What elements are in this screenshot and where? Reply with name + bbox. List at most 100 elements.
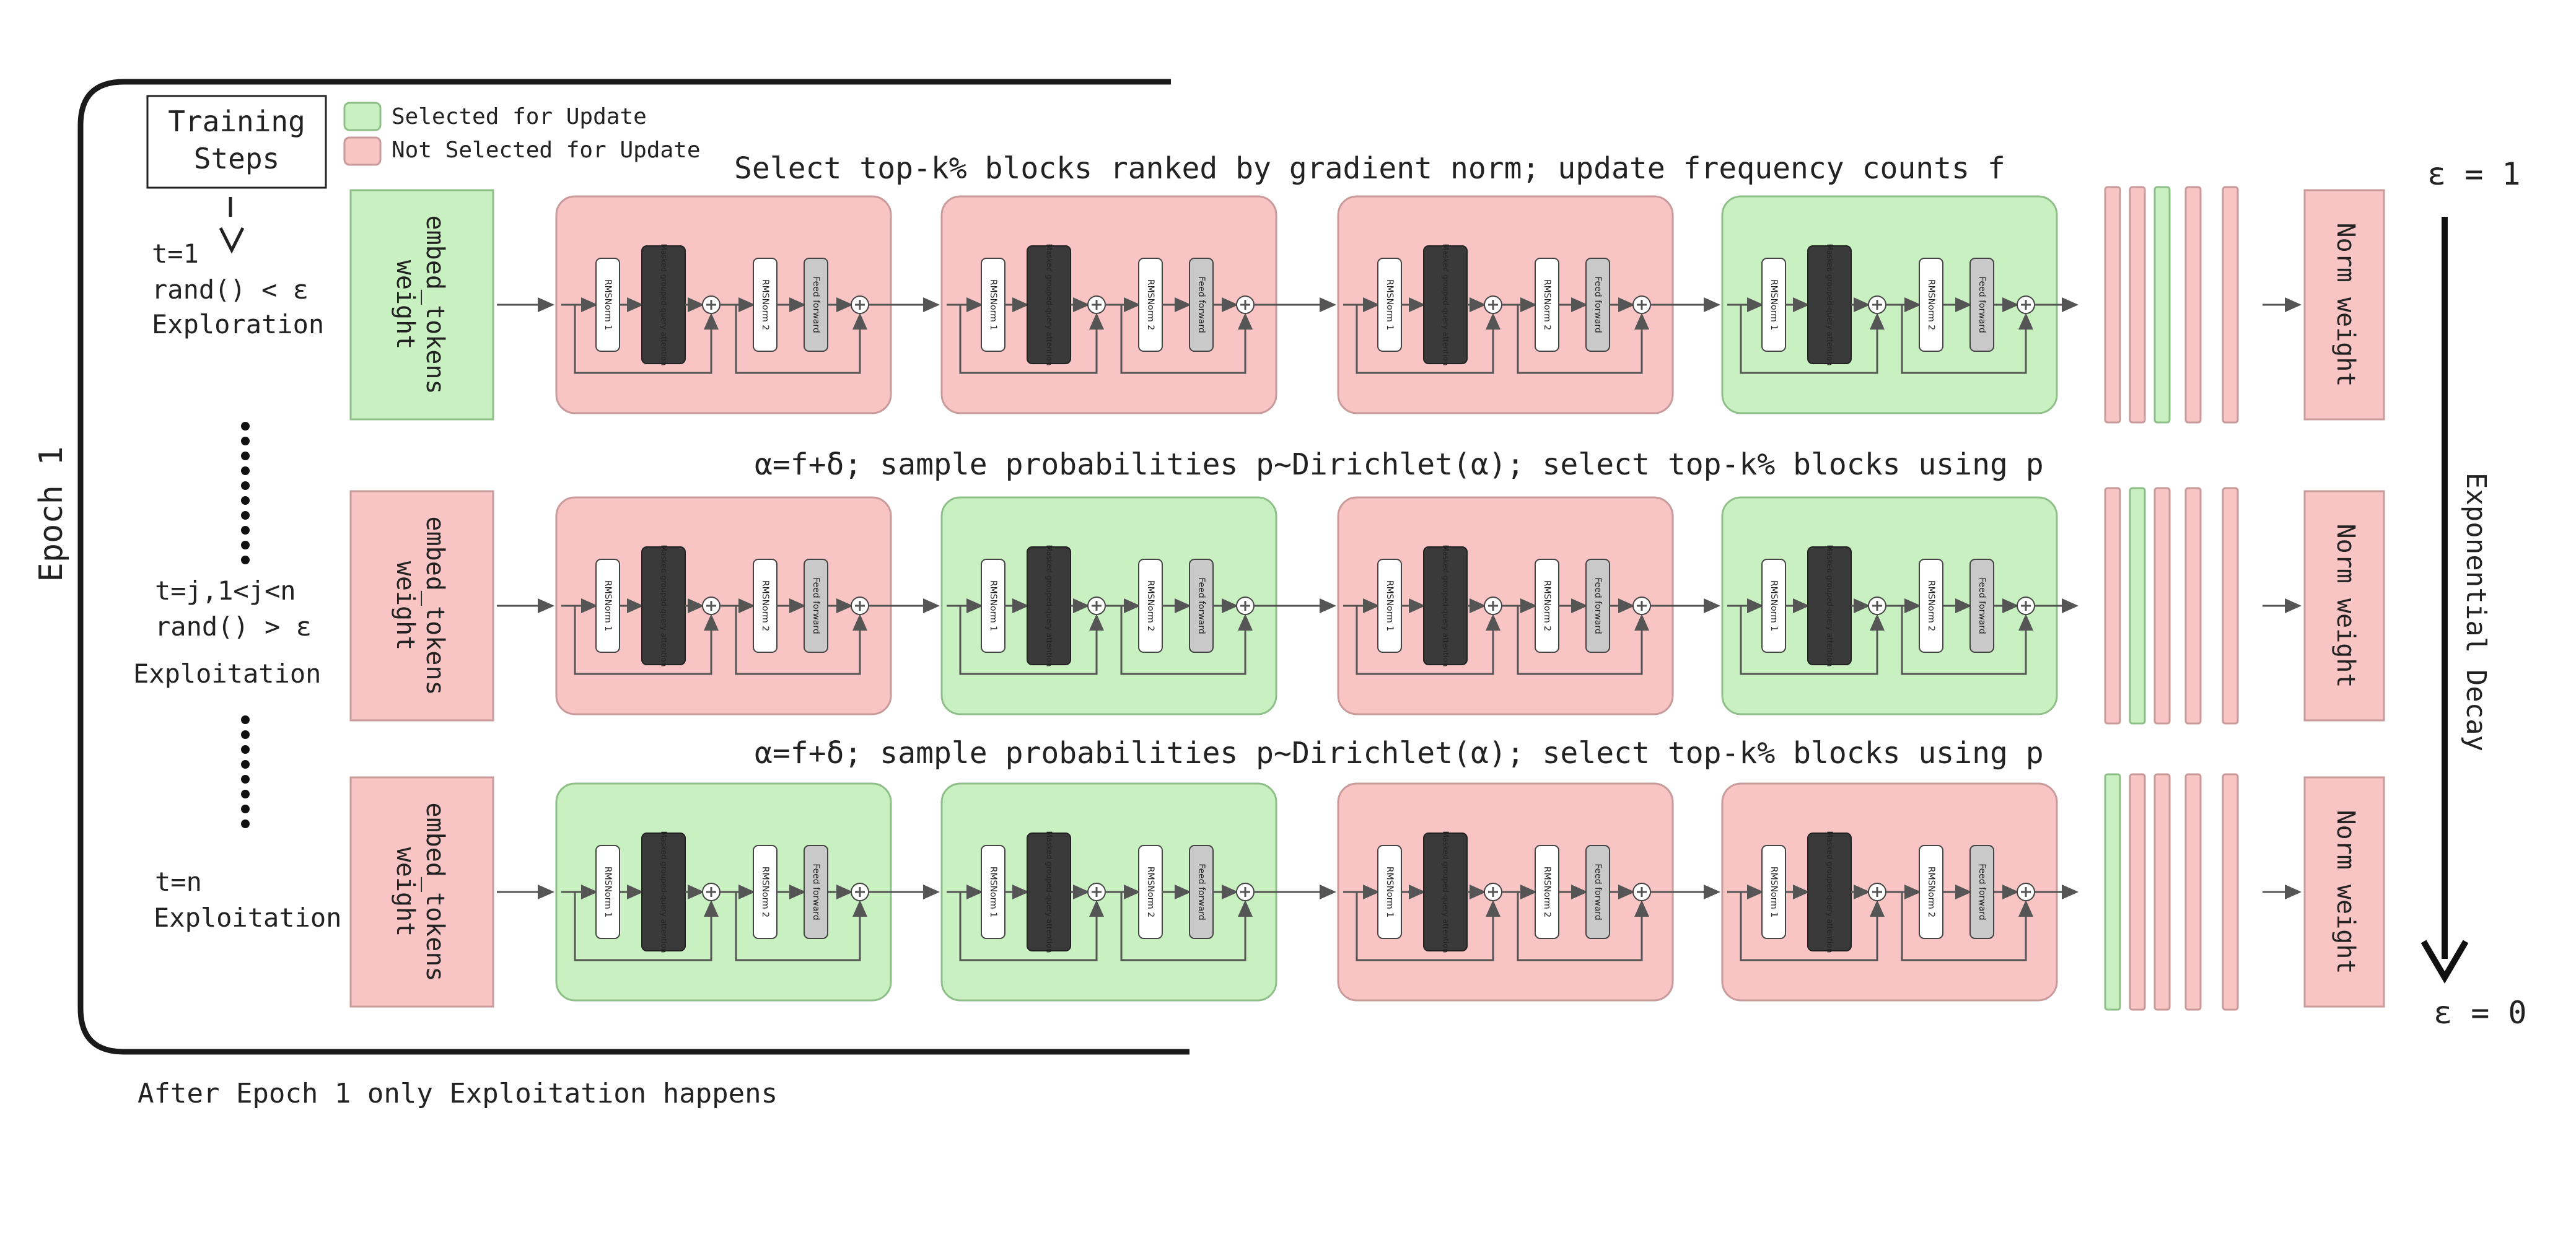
layer-bars [2104, 773, 2239, 1011]
epsilon-top-label: ε = 1 [2427, 156, 2521, 192]
attention-label: Masked grouped-query attention [1442, 545, 1450, 667]
attention-label: Masked grouped-query attention [1442, 831, 1450, 953]
layer-bar [2222, 186, 2239, 424]
decoder-block-4: RMSNorm 1 Masked grouped-query attention R… [1721, 195, 2058, 414]
rmsnorm-1-label: RMSNorm 1 [603, 580, 613, 631]
attention-label: Masked grouped-query attention [1045, 831, 1054, 953]
decoder-block-2: RMSNorm 1 Masked grouped-query attention R… [940, 195, 1277, 414]
dots-separator-2 [241, 715, 250, 828]
feed-forward-label: Feed forward [811, 863, 821, 920]
feed-forward-label: Feed forward [811, 577, 821, 634]
rmsnorm-2-label: RMSNorm 2 [1542, 580, 1552, 631]
norm-weight-label: Norm weight [2331, 810, 2360, 974]
attention-label: Masked grouped-query attention [660, 244, 668, 366]
rmsnorm-1-label: RMSNorm 1 [1385, 867, 1395, 917]
rmsnorm-2-label: RMSNorm 2 [1542, 279, 1552, 330]
decoder-block-3: RMSNorm 1 Masked grouped-query attention R… [1337, 496, 1674, 715]
rmsnorm-1-label: RMSNorm 1 [988, 279, 998, 330]
attention-label: Masked grouped-query attention [1045, 545, 1054, 667]
rmsnorm-1-label: RMSNorm 1 [1769, 279, 1779, 330]
rmsnorm-1-label: RMSNorm 1 [988, 867, 998, 917]
layer-bars [2104, 186, 2239, 424]
layer-bars [2104, 487, 2239, 725]
layer-bar [2153, 773, 2171, 1011]
embed-tokens-label-line: embed_tokens [421, 216, 449, 395]
rmsnorm-1-label: RMSNorm 1 [1769, 867, 1779, 917]
feed-forward-label: Feed forward [1593, 863, 1603, 920]
layer-bar [2153, 186, 2171, 424]
embed-tokens-label: embed_tokensweight [391, 517, 449, 696]
row-2-step-labels: t=j,1<j<n rand() > ε Exploitation [133, 575, 321, 689]
row-1-step-mode: Exploration [152, 309, 324, 339]
feed-forward-label: Feed forward [1977, 863, 1987, 920]
rmsnorm-2-label: RMSNorm 2 [1146, 279, 1155, 330]
exponential-decay-arrowhead-icon [2420, 940, 2469, 984]
attention-label: Masked grouped-query attention [1826, 244, 1834, 366]
embed-tokens-block: embed_tokensweight [349, 776, 494, 1008]
row-1-step-rand: rand() < ε [152, 274, 309, 305]
rmsnorm-2-label: RMSNorm 2 [1146, 580, 1155, 631]
row-3-step-mode: Exploitation [154, 903, 341, 933]
row-3-caption: α=f+δ; sample probabilities p~Dirichlet(… [755, 736, 2044, 771]
feed-forward-label: Feed forward [1977, 276, 1987, 333]
row-2: embed_tokensweight RMSNorm 1 Masked groupe… [349, 487, 2385, 725]
decoder-block-3: RMSNorm 1 Masked grouped-query attention R… [1337, 782, 1674, 1002]
feed-forward-label: Feed forward [811, 276, 821, 333]
feed-forward-label: Feed forward [1196, 276, 1206, 333]
legend-swatch-not-selected [343, 136, 382, 166]
legend-not-selected-label: Not Selected for Update [392, 138, 701, 163]
layer-bar [2222, 773, 2239, 1011]
row-3-step-labels: t=n Exploitation [154, 867, 341, 933]
embed-tokens-block: embed_tokensweight [349, 189, 494, 421]
rmsnorm-2-label: RMSNorm 2 [760, 580, 770, 631]
layer-bar [2153, 487, 2171, 725]
attention-label: Masked grouped-query attention [660, 831, 668, 953]
row-3-step-t: t=n [155, 867, 202, 897]
norm-weight-block: Norm weight [2303, 776, 2385, 1008]
decoder-block-1: RMSNorm 1 Masked grouped-query attention R… [555, 496, 892, 715]
norm-weight-label: Norm weight [2331, 223, 2360, 387]
rmsnorm-2-label: RMSNorm 2 [760, 867, 770, 917]
row-1-step-t: t=1 [152, 238, 199, 269]
layer-bar [2184, 186, 2202, 424]
exponential-decay-label: Exponential Decay [2460, 473, 2492, 751]
row-2-caption: α=f+δ; sample probabilities p~Dirichlet(… [755, 447, 2044, 482]
layer-bar [2129, 773, 2146, 1011]
attention-label: Masked grouped-query attention [1826, 831, 1834, 953]
training-steps-box: Training Steps [146, 95, 327, 189]
layer-bar [2129, 186, 2146, 424]
training-steps-label-line2: Steps [194, 142, 279, 175]
layer-bar [2104, 487, 2121, 725]
attention-label: Masked grouped-query attention [1045, 244, 1054, 366]
embed-tokens-label-line: embed_tokens [421, 803, 449, 982]
epoch-bracket [77, 79, 1189, 1055]
embed-tokens-label-line: embed_tokens [421, 517, 449, 696]
epsilon-bottom-label: ε = 0 [2434, 995, 2527, 1031]
attention-label: Masked grouped-query attention [660, 545, 668, 667]
attention-label: Masked grouped-query attention [1826, 545, 1834, 667]
decoder-block-2: RMSNorm 1 Masked grouped-query attention R… [940, 496, 1277, 715]
row-2-step-rand: rand() > ε [155, 611, 312, 642]
rmsnorm-2-label: RMSNorm 2 [1926, 279, 1936, 330]
layer-bar [2222, 487, 2239, 725]
feed-forward-label: Feed forward [1593, 577, 1603, 634]
legend-swatch-selected [343, 102, 382, 131]
row-3: embed_tokensweight RMSNorm 1 Masked groupe… [349, 773, 2385, 1011]
decoder-block-2: RMSNorm 1 Masked grouped-query attention R… [940, 782, 1277, 1002]
feed-forward-label: Feed forward [1196, 863, 1206, 920]
rmsnorm-2-label: RMSNorm 2 [1146, 867, 1155, 917]
embed-tokens-block: embed_tokensweight [349, 490, 494, 722]
rmsnorm-1-label: RMSNorm 1 [988, 580, 998, 631]
rmsnorm-1-label: RMSNorm 1 [1385, 279, 1395, 330]
rmsnorm-1-label: RMSNorm 1 [1385, 580, 1395, 631]
layer-bar [2104, 186, 2121, 424]
rmsnorm-1-label: RMSNorm 1 [603, 279, 613, 330]
footer-note: After Epoch 1 only Exploitation happens [138, 1078, 778, 1109]
epoch-label: Epoch 1 [33, 446, 70, 582]
rmsnorm-2-label: RMSNorm 2 [1542, 867, 1552, 917]
embed-tokens-label-line: weight [391, 260, 419, 350]
